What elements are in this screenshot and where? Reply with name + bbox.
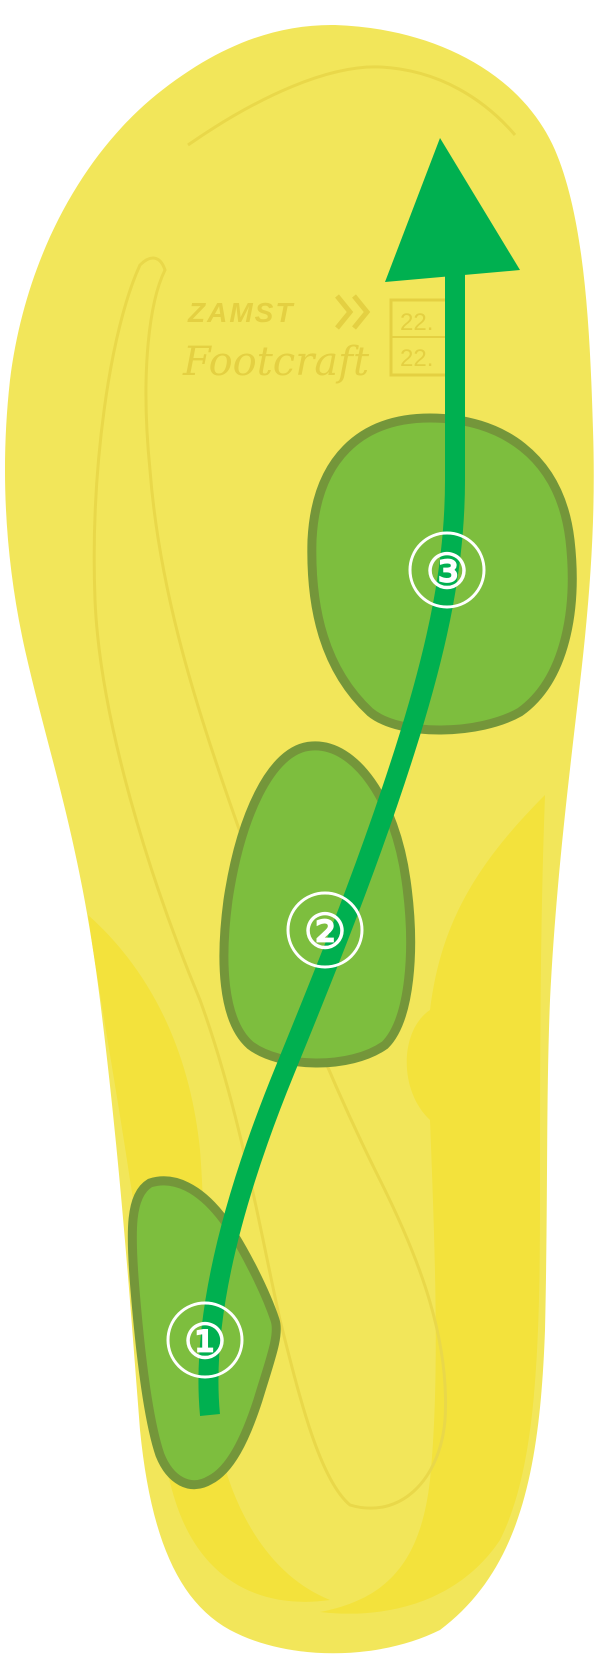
size-label-2: 22.	[400, 345, 433, 372]
brand-sub-text: Footcraft	[182, 339, 370, 385]
zone-1-marker: ①	[166, 1301, 244, 1379]
brand-chevron-icon	[335, 294, 371, 330]
brand-logo-text: ZAMST	[187, 297, 295, 328]
pressure-flow-arrowhead-icon	[385, 138, 520, 282]
zone-2-number: ②	[303, 906, 346, 959]
zone-3-number: ③	[425, 546, 468, 599]
pressure-flow-arrow-line	[198, 265, 466, 1416]
size-label-1: 22.	[400, 309, 433, 336]
arch-support-right	[320, 795, 545, 1614]
zone-2-marker: ②	[286, 891, 364, 969]
arch-support-left	[88, 915, 330, 1602]
embossed-toe-line	[187, 65, 517, 147]
zone-2-pad	[219, 741, 416, 1068]
embossed-arch-line	[92, 256, 448, 1510]
zone-3-marker: ③	[408, 531, 486, 609]
zone-1-number: ①	[183, 1316, 226, 1369]
